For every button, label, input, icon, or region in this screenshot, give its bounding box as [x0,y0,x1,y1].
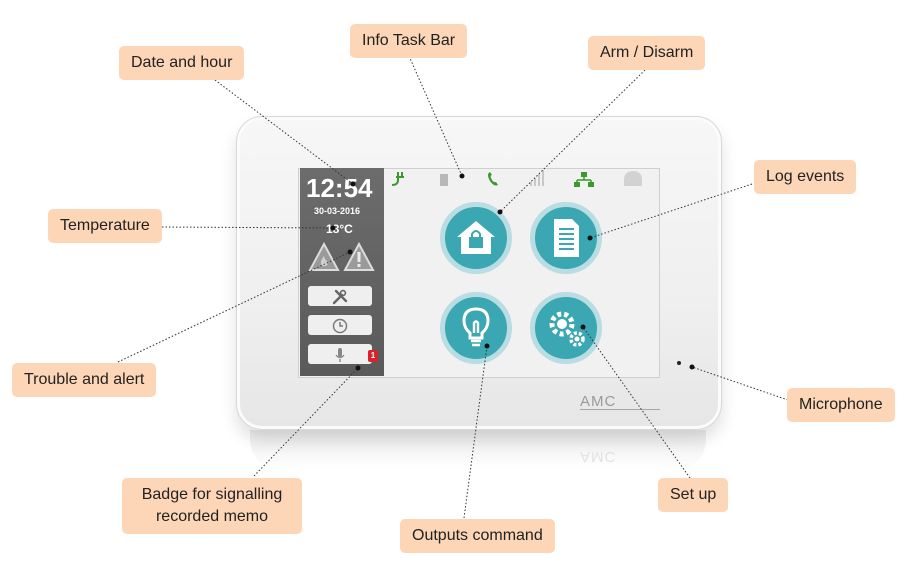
label-trouble-and-alert: Trouble and alert [12,363,156,397]
house-lock-icon [445,207,507,269]
memo-button[interactable] [308,344,372,364]
label-set-up: Set up [658,478,728,512]
info-task-bar [384,168,658,188]
outputs-command-button[interactable] [440,292,512,364]
brand-logo: AMC [580,395,660,410]
label-info-task-bar: Info Task Bar [350,24,467,58]
tools-icon [332,289,348,305]
signal-icon [530,170,544,186]
light-bulb-icon [445,297,507,359]
label-date-and-hour: Date and hour [119,46,244,80]
tools-button[interactable] [308,286,372,306]
log-events-button[interactable] [530,202,602,274]
label-microphone: Microphone [787,388,895,422]
arm-disarm-button[interactable] [440,202,512,274]
device-reflection [250,430,706,470]
date-display: 30-03-2016 [314,206,360,216]
temperature-display: 18°C [326,222,353,236]
label-badge-memo-line1: Badge for signalling [134,484,290,506]
warning-icon[interactable] [343,242,375,272]
document-icon [535,207,597,269]
gears-icon [535,297,597,359]
power-plug-icon [392,172,404,185]
clock-button[interactable] [308,315,372,335]
microphone-hole [677,361,681,365]
siren-icon [624,171,642,186]
fire-warning-icon[interactable] [308,242,340,272]
label-arm-disarm: Arm / Disarm [588,36,705,70]
clock-icon [332,318,348,334]
clock-display: 12:54 [306,173,373,204]
phone-icon [488,172,498,186]
label-badge-memo-line2: recorded memo [134,506,290,528]
brand-logo-reflection: AMC [580,448,616,465]
label-outputs-command: Outputs command [400,519,555,553]
label-badge-memo: Badge for signalling recorded memo [122,478,302,534]
network-icon [574,172,594,187]
battery-icon [440,174,448,186]
memo-badge: 1 [368,350,378,362]
label-log-events: Log events [754,160,856,194]
set-up-button[interactable] [530,292,602,364]
label-temperature: Temperature [48,209,162,243]
microphone-icon [332,347,348,363]
